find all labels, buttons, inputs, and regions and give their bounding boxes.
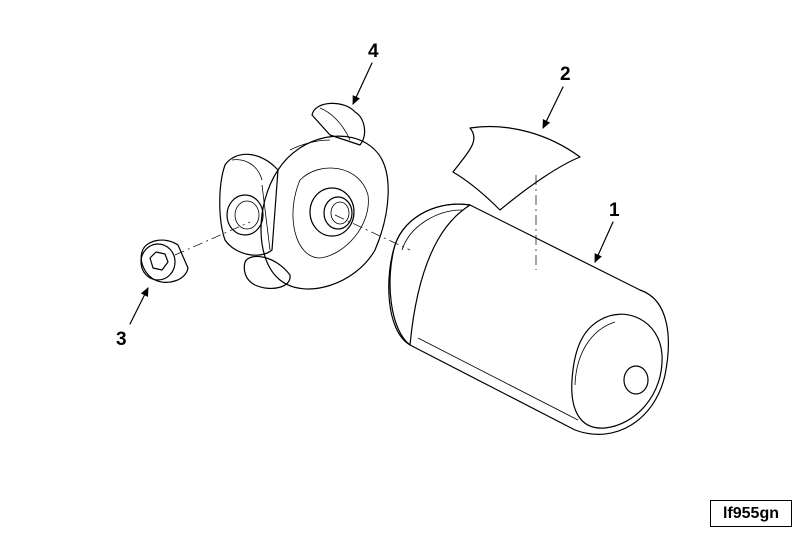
alignment-centerline [174,175,537,270]
filter-canister-part [388,203,669,435]
adapter-housing-part [219,102,389,290]
leader-arrow-2 [542,86,564,129]
figure-reference-code: lf955gn [710,500,792,527]
leader-arrow-4 [352,62,373,105]
leader-arrow-3 [129,287,149,325]
callout-leaders [129,62,614,325]
callout-4: 4 [368,41,379,62]
leader-arrow-1 [594,221,614,263]
callout-2: 2 [560,64,571,85]
label-sleeve-part [452,125,581,211]
callout-3: 3 [116,329,127,350]
callout-1: 1 [609,200,620,221]
hex-plug-part [140,239,189,283]
